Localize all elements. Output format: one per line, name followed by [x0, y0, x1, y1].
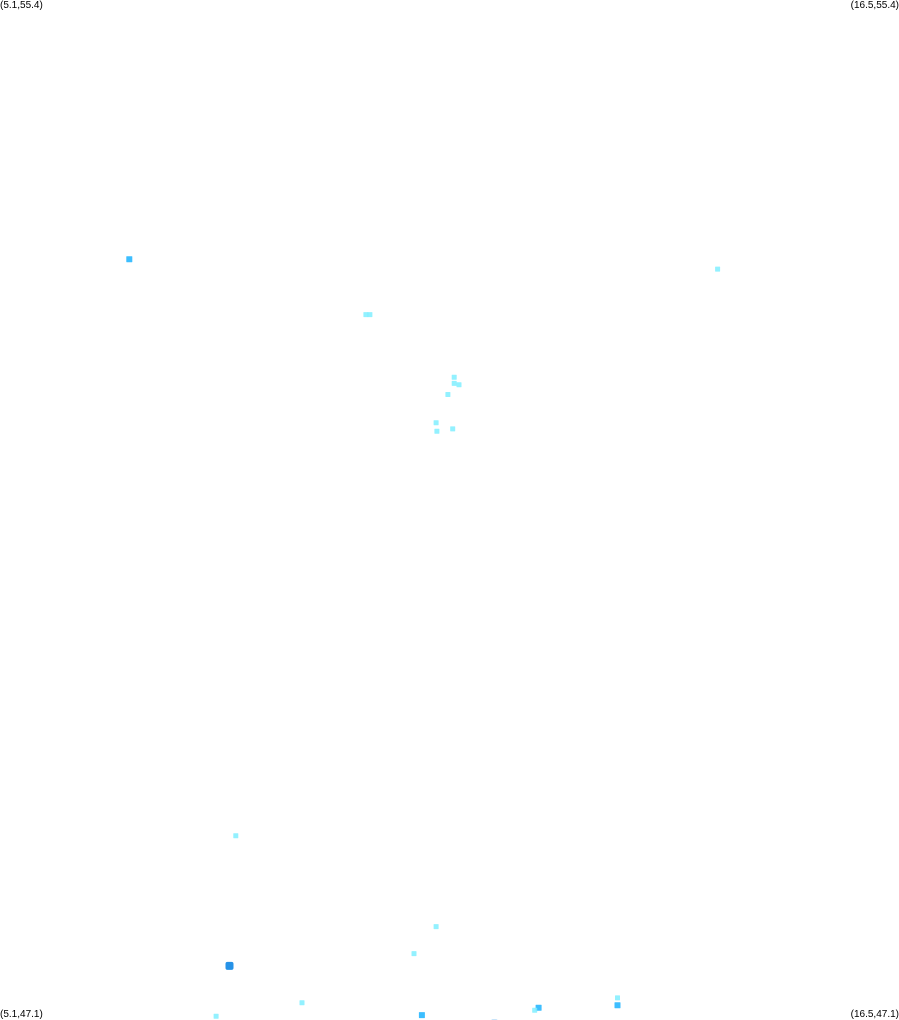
- map-point: [450, 426, 456, 432]
- corner-label-top-left: (5.1,55.4): [0, 0, 43, 11]
- map-point: [433, 420, 439, 426]
- map-point: [225, 961, 234, 970]
- map-point: [456, 382, 462, 388]
- map-point: [614, 1002, 621, 1009]
- map-point: [213, 1013, 219, 1019]
- map-point: [451, 380, 457, 386]
- map-point: [451, 374, 457, 380]
- map-point: [434, 428, 440, 434]
- corner-label-bottom-right: (16.5,47.1): [850, 1009, 899, 1020]
- map-point: [433, 924, 439, 930]
- map-point: [363, 312, 369, 318]
- corner-label-bottom-left: (5.1,47.1): [0, 1009, 43, 1020]
- map-point: [418, 1012, 425, 1019]
- map-point: [445, 392, 451, 397]
- map-point: [367, 312, 373, 318]
- map-point: [411, 951, 417, 957]
- map-point: [532, 1007, 538, 1013]
- map-point: [299, 1000, 305, 1006]
- corner-label-top-right: (16.5,55.4): [850, 0, 899, 11]
- map-point: [126, 256, 133, 263]
- map-point: [615, 995, 620, 1001]
- map-point: [233, 833, 239, 839]
- map-point: [715, 266, 721, 272]
